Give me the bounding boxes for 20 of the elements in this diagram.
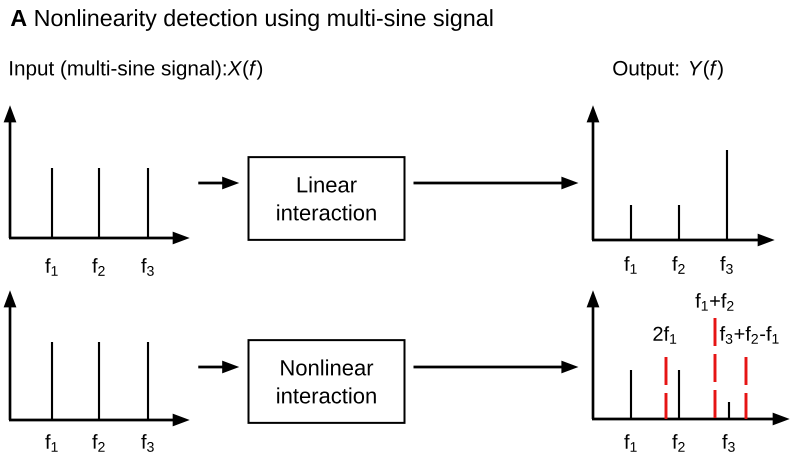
tick-label: f$_{3}$ [720,256,733,274]
tick-label: f$_{1}$ [45,434,58,452]
tick-label: f$_{3}$ [141,434,154,452]
tick-label: f$_{3}$ [722,434,735,452]
tick-label: f$_{2}$ [92,434,105,452]
axis-title: Output: Y(f) [613,60,723,80]
peak-label: f$_{1}$+f$_{2}$ [695,293,734,311]
tick-label: f$_{2}$ [672,256,685,274]
process-box: Linear interaction [248,156,406,241]
tick-label: f$_{1}$ [624,256,637,274]
tick-label: f$_{2}$ [672,434,685,452]
peak-label: 2f$_{1}$ [653,326,676,344]
tick-label: f$_{2}$ [92,258,105,276]
tick-label: f$_{3}$ [141,258,154,276]
axis-title: Input (multi-sine signal):X(f) [10,60,262,80]
peak-label: f$_{3}$+f$_{2}$-f$_{1}$ [720,326,779,344]
process-box: Nonlinear interaction [248,339,406,424]
tick-label: f$_{1}$ [624,434,637,452]
tick-label: f$_{1}$ [45,258,58,276]
title: A Nonlinearity detection using multi-sine signal [10,9,492,31]
